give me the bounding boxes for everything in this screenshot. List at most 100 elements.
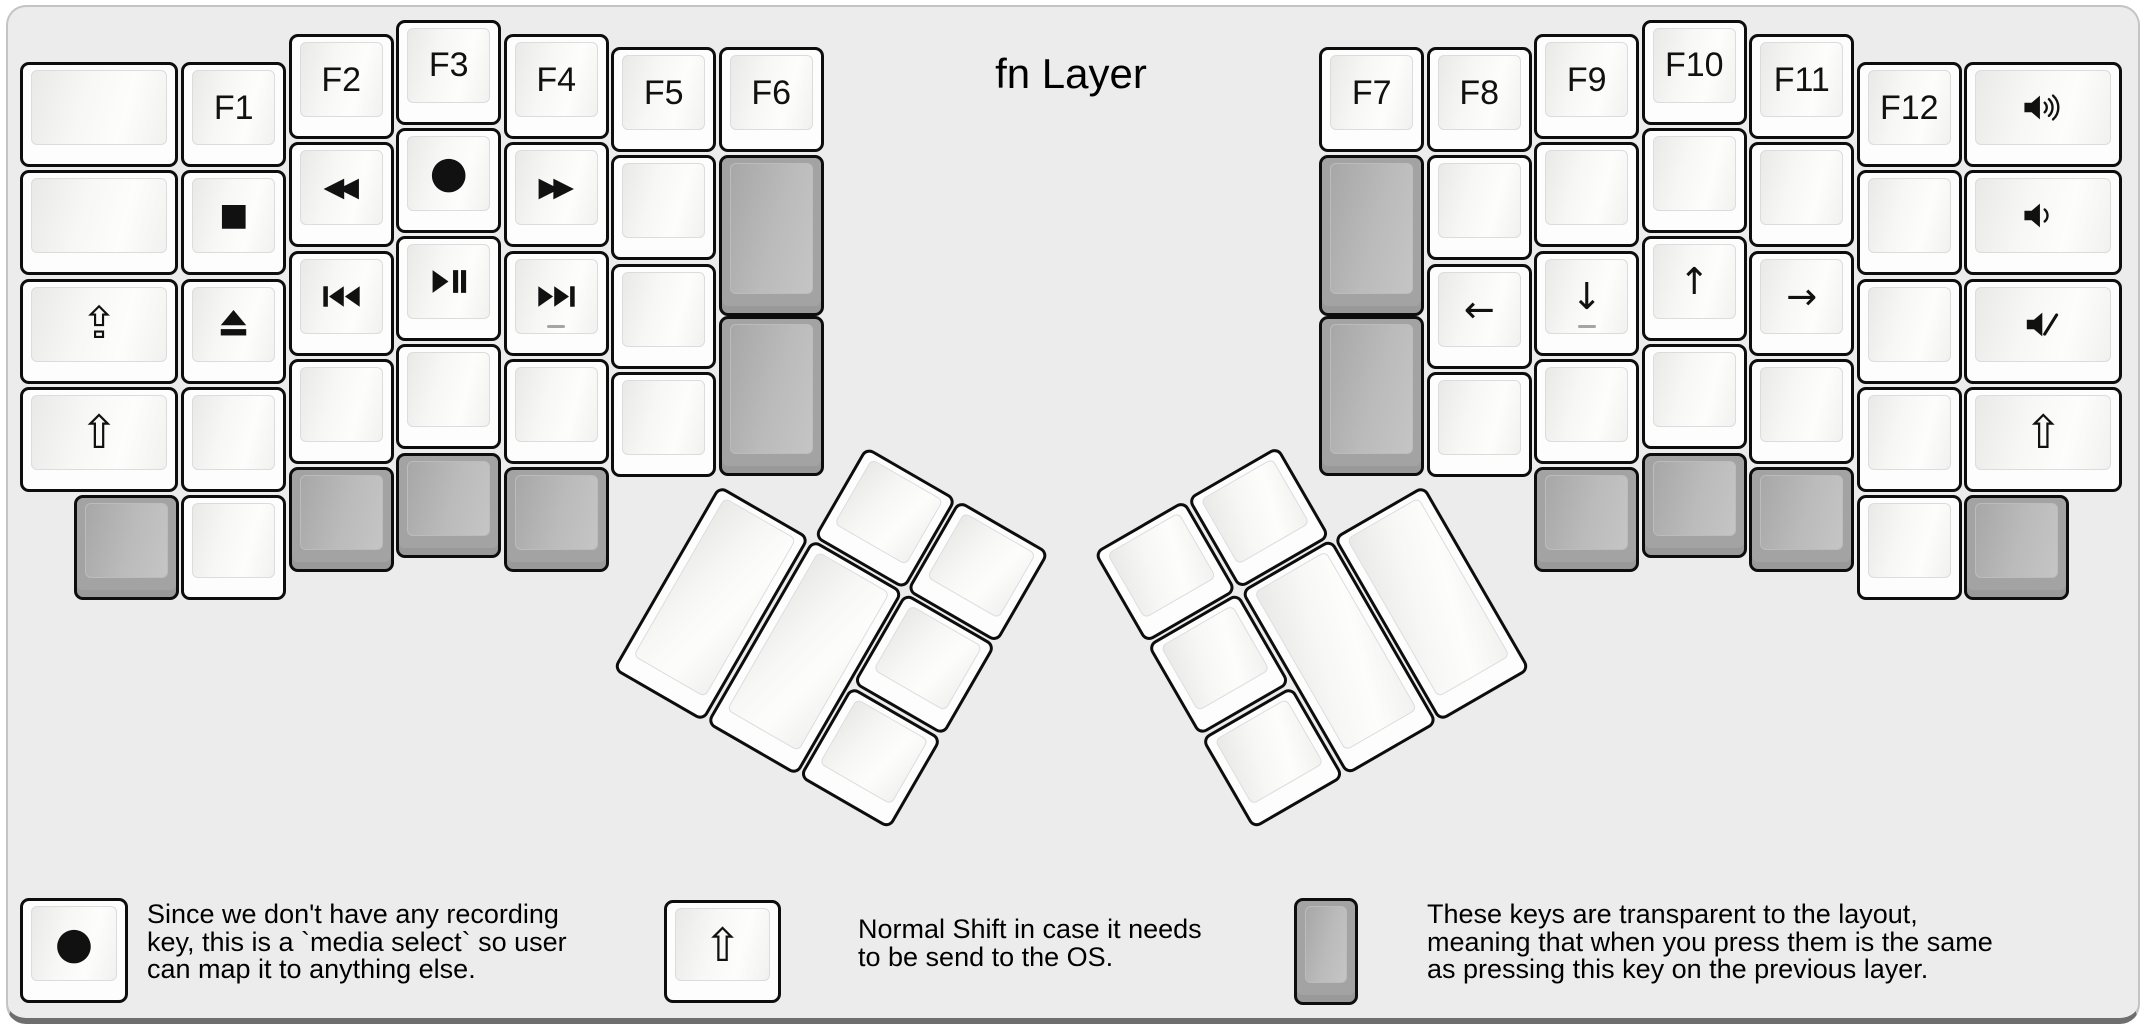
key-label: F4 (536, 60, 577, 99)
keytop: F1 (192, 70, 276, 145)
key-blank (1426, 371, 1532, 477)
keytop: ⇪ (31, 286, 167, 362)
record-icon: ● (429, 147, 468, 199)
keytop: ⇧ (31, 394, 167, 470)
keytop: F5 (622, 55, 706, 130)
key-label: F6 (751, 73, 792, 112)
arrow-down-icon: ↓ (1571, 274, 1603, 318)
homing-dash (547, 324, 566, 328)
keytop (1545, 475, 1629, 550)
keytop (407, 352, 491, 428)
legend-line: Since we don't have any recording (147, 899, 559, 929)
legend-key-record: ● (20, 898, 128, 1003)
shift-icon: ⇧ (703, 917, 742, 972)
key-transparent (396, 452, 502, 558)
key-shift-right: ⇧ (1964, 386, 2123, 492)
fast-forward-icon: ▶▶ (538, 172, 573, 204)
keytop (1975, 503, 2059, 578)
key-blank (611, 371, 717, 477)
keytop (192, 503, 276, 578)
key-prev-track (288, 250, 394, 356)
keytop: F3 (407, 27, 491, 103)
key-stop: ■ (181, 170, 287, 276)
keytop: F2 (299, 42, 383, 117)
key-shift-left: ⇧ (20, 386, 178, 492)
keytop (1760, 475, 1844, 550)
key-blank (20, 62, 178, 167)
key-blank (1856, 386, 1962, 492)
keytop (1545, 150, 1629, 226)
key-blank (1641, 344, 1747, 450)
key-transparent (718, 155, 824, 316)
volume-up-icon (2022, 92, 2065, 123)
key-blank (396, 344, 502, 450)
key-transparent (73, 495, 179, 600)
key-record: ● (396, 127, 502, 233)
key-label: F2 (321, 60, 362, 99)
record-icon: ● (54, 917, 94, 969)
key-blank (1749, 358, 1855, 464)
key-transparent (718, 315, 824, 477)
keytop (299, 258, 383, 334)
keytop (514, 366, 598, 442)
keytop (1867, 503, 1951, 578)
key-transparent (1319, 155, 1425, 316)
key-blank (611, 263, 717, 369)
key-label: F9 (1566, 60, 1607, 99)
keytop (1975, 286, 2112, 362)
legend-text: These keys are transparent to the layout… (1427, 899, 1993, 984)
keytop (31, 70, 167, 145)
key-f2: F2 (288, 34, 394, 139)
keytop: ◀◀ (299, 150, 383, 226)
key-transparent (288, 467, 394, 572)
key-blank (1749, 142, 1855, 248)
legend-line: These keys are transparent to the layout… (1427, 899, 1918, 929)
key-fast-forward: ▶▶ (503, 142, 609, 248)
keytop (299, 475, 383, 550)
keytop (192, 394, 276, 470)
key-blank (1534, 358, 1640, 464)
keytop (1760, 150, 1844, 226)
keytop: F10 (1652, 27, 1736, 103)
keytop (622, 163, 706, 239)
keytop (299, 366, 383, 442)
keytop (1867, 178, 1951, 254)
homing-dash (1577, 324, 1596, 328)
key-transparent (1319, 315, 1425, 477)
keytop (729, 323, 813, 455)
layer-title: fn Layer (995, 50, 1147, 97)
key-f8: F8 (1426, 47, 1532, 152)
key-blank (1856, 278, 1962, 384)
keytop (31, 178, 167, 254)
keytop (729, 163, 813, 294)
shift-icon: ⇧ (79, 405, 119, 460)
keytop (1652, 460, 1736, 536)
keytop: F7 (1330, 55, 1414, 130)
key-label: F5 (643, 73, 684, 112)
keytop: ■ (192, 178, 276, 254)
key-eject (181, 278, 287, 384)
legend-line: to be send to the OS. (858, 941, 1114, 972)
keytop: ⇧ (675, 908, 770, 981)
key-caps-lock: ⇪ (20, 278, 178, 384)
keytop: F11 (1760, 42, 1844, 117)
key-transparent (1749, 467, 1855, 572)
key-arrow-up: ↑ (1641, 236, 1747, 341)
keytop (1437, 163, 1521, 239)
key-f10: F10 (1641, 19, 1747, 125)
keytop (514, 475, 598, 550)
keytop: F8 (1437, 55, 1521, 130)
keytop (622, 271, 706, 347)
key-arrow-right: → (1749, 250, 1855, 356)
key-f6: F6 (718, 47, 824, 152)
key-blank (503, 358, 609, 464)
keytop (1437, 379, 1521, 455)
keytop: F6 (729, 55, 813, 130)
key-label: F3 (428, 46, 469, 84)
key-label: F10 (1664, 46, 1724, 84)
keytop (1975, 178, 2112, 254)
key-label: F11 (1773, 60, 1830, 99)
keytop: F4 (514, 42, 598, 117)
